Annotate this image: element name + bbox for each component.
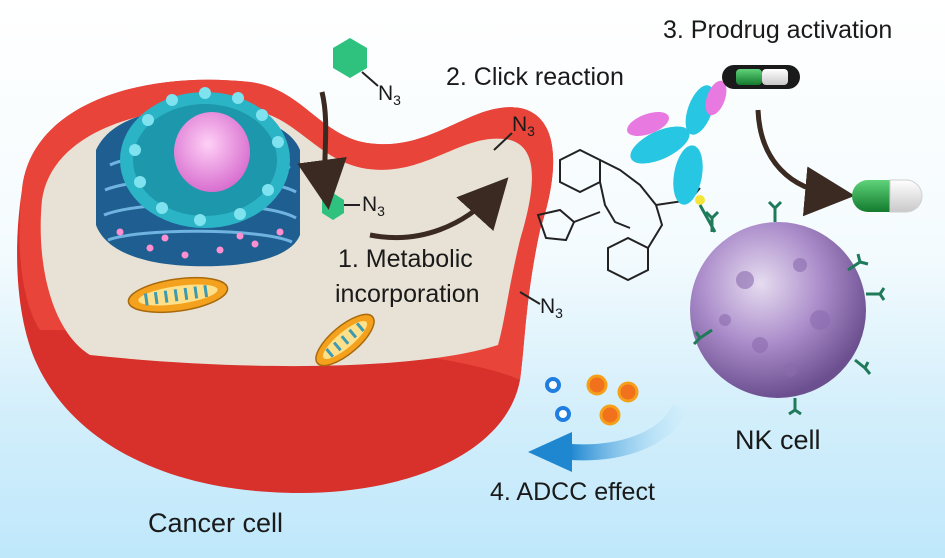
azide-label-inside: N3	[362, 193, 385, 220]
azide-bond-top	[493, 132, 513, 151]
label-step4: 4. ADCC effect	[490, 478, 655, 506]
nucleolus	[174, 112, 250, 192]
label-step2: 2. Click reaction	[446, 63, 624, 91]
mitochondrion-1	[127, 276, 229, 314]
label-cancer-cell: Cancer cell	[148, 508, 284, 538]
arrow-uptake	[297, 91, 347, 210]
prodrug-capsule	[722, 65, 800, 89]
label-nk-cell: NK cell	[735, 425, 821, 455]
label-step3: 3. Prodrug activation	[663, 16, 893, 44]
nucleus	[120, 87, 290, 228]
cyclooctyne-linker	[536, 148, 701, 282]
arrow-incorporation	[369, 177, 509, 241]
nk-cell	[690, 222, 866, 398]
cytokine-granules	[545, 374, 639, 426]
azide-sugar-outside	[333, 38, 379, 87]
active-drug-capsule	[852, 179, 923, 213]
arrow-activation	[755, 109, 855, 217]
azide-label-membrane-top: N3	[512, 113, 535, 140]
azide-label-outside: N3	[378, 82, 401, 109]
adcc-arrow	[528, 404, 688, 472]
antibody	[627, 80, 727, 205]
azide-bond-bottom	[519, 291, 541, 305]
label-step1-line2: incorporation	[335, 280, 480, 308]
label-step1-line1: 1. Metabolic	[338, 245, 473, 273]
antibody-stem	[698, 204, 717, 233]
mitochondrion-2	[315, 313, 375, 367]
azide-label-membrane-bottom: N3	[540, 295, 563, 322]
